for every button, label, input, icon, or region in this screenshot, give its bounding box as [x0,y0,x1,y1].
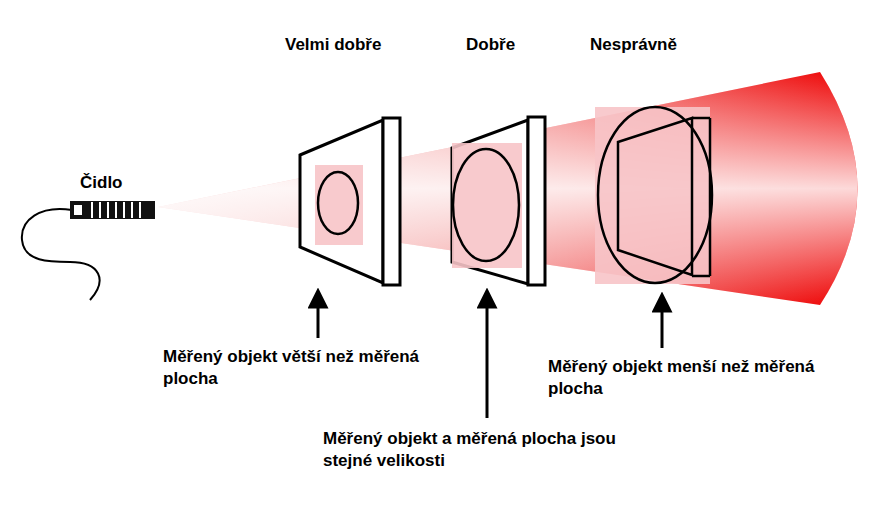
beam-highlight [158,72,858,305]
sensor-body [70,201,155,219]
object-small [595,107,712,284]
object-caption: Měřený objekt větší než měřená plocha [163,346,443,390]
leader-arrow [317,298,320,338]
object-caption: Měřený objekt menší než měřená plocha [548,356,848,400]
quality-heading: Velmi dobře [285,34,435,56]
beam-cone [158,72,858,305]
quality-heading: Nesprávně [590,34,720,56]
sensor-label: Čidlo [80,172,160,194]
object-caption: Měřený objekt a měřená plocha jsou stejn… [323,428,653,472]
object-large [300,118,400,285]
quality-heading: Dobře [466,34,546,56]
object-equal [452,117,545,285]
sensor-cable [22,209,100,300]
leader-arrow [486,298,489,418]
leader-arrow [661,302,664,348]
